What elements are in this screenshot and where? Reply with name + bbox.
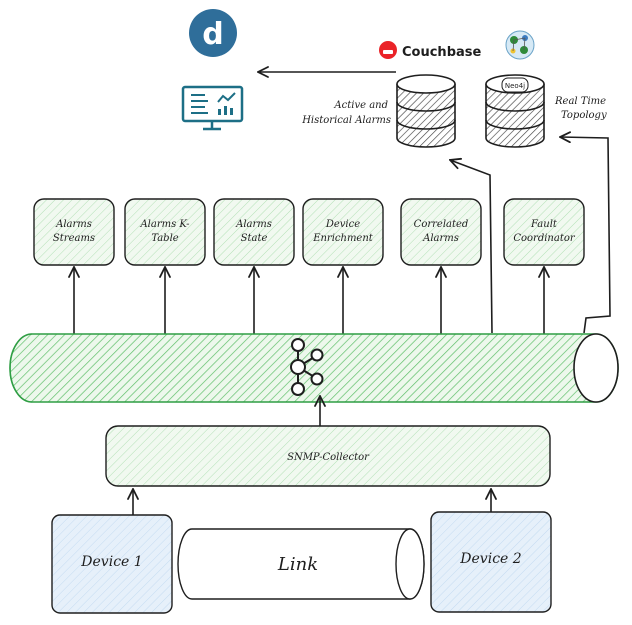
couchbase-caption-line1: Active and bbox=[333, 100, 388, 111]
bus-to-neo4j-arrow bbox=[560, 137, 611, 334]
component-label: Alarms bbox=[235, 219, 272, 230]
component-label: Alarms bbox=[422, 233, 459, 244]
dremio-letter: d bbox=[202, 17, 223, 52]
neo4j-caption-line2: Topology bbox=[561, 110, 607, 121]
device-1-label: Device 1 bbox=[80, 554, 142, 570]
component-alarms-k-table: Alarms K- Table bbox=[124, 198, 206, 334]
link: Link bbox=[177, 528, 425, 600]
component-label: Fault bbox=[530, 219, 558, 230]
kafka-icon bbox=[290, 338, 324, 396]
device-2-label: Device 2 bbox=[459, 551, 521, 567]
bus-to-couchbase-arrow bbox=[450, 160, 493, 334]
dashboard-icon bbox=[181, 85, 244, 131]
component-label: Coordinator bbox=[513, 233, 576, 244]
component-label: Streams bbox=[53, 233, 95, 244]
link-label: Link bbox=[277, 554, 318, 575]
component-label: State bbox=[241, 233, 268, 244]
neo4j-database-icon: Neo4j bbox=[485, 74, 545, 148]
couchbase-database-icon bbox=[396, 74, 456, 148]
couchbase-logo-text: Couchbase bbox=[402, 45, 482, 60]
component-label: Alarms bbox=[55, 219, 92, 230]
component-label: Alarms K- bbox=[139, 219, 190, 230]
snmp-collector-label: SNMP-Collector bbox=[287, 452, 370, 463]
kafka-bus bbox=[9, 333, 619, 403]
component-label: Table bbox=[151, 233, 178, 244]
dremio-icon: d bbox=[189, 9, 237, 57]
device-1: Device 1 bbox=[51, 514, 173, 614]
component-label: Device bbox=[325, 219, 360, 230]
component-label: Enrichment bbox=[312, 233, 374, 244]
device-2: Device 2 bbox=[430, 511, 552, 613]
component-label: Correlated bbox=[414, 219, 469, 230]
couchbase-caption-line2: Historical Alarms bbox=[301, 115, 391, 126]
snmp-collector: SNMP-Collector bbox=[105, 425, 551, 487]
neo4j-icon bbox=[505, 30, 535, 60]
couchbase-icon: Couchbase bbox=[379, 41, 482, 60]
neo4j-caption-line1: Real Time bbox=[554, 96, 606, 107]
neo4j-logo-text: Neo4j bbox=[505, 82, 525, 90]
